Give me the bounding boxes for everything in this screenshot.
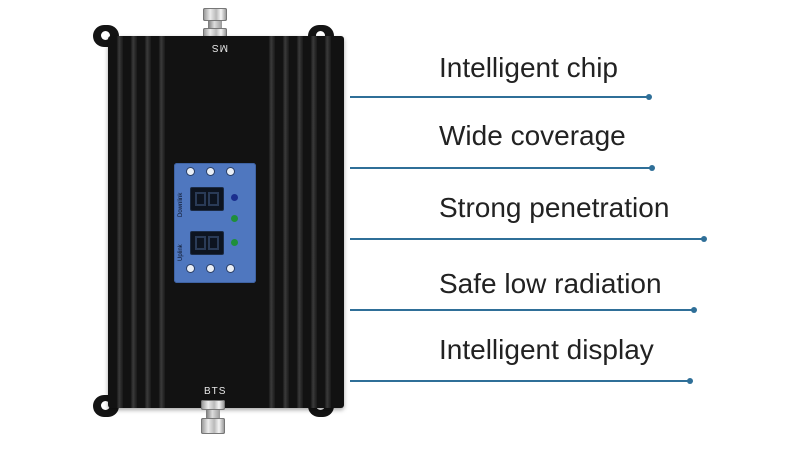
feature-label: Safe low radiation xyxy=(439,268,662,299)
button[interactable] xyxy=(207,168,214,175)
device-body: MS BTS Downlink Uplink xyxy=(108,36,344,408)
button[interactable] xyxy=(227,265,234,272)
callout-dot xyxy=(646,94,652,100)
status-led xyxy=(231,239,238,246)
feature-label: Strong penetration xyxy=(439,192,670,223)
callout-dot xyxy=(649,165,655,171)
plus-button[interactable] xyxy=(187,265,194,272)
status-led xyxy=(231,194,238,201)
feature-label: Intelligent chip xyxy=(439,52,619,83)
uplink-display xyxy=(190,231,224,255)
callout-line xyxy=(350,96,648,98)
signal-booster-device: MS BTS Downlink Uplink xyxy=(0,0,360,457)
downlink-label: Downlink xyxy=(178,192,184,217)
callout-line xyxy=(350,380,690,382)
uplink-label: Uplink xyxy=(178,244,184,261)
callout-line xyxy=(350,167,652,169)
ms-port-label: MS xyxy=(211,42,228,53)
downlink-display xyxy=(190,187,224,211)
callout-dot xyxy=(687,378,693,384)
plus-button[interactable] xyxy=(187,168,194,175)
feature-label: Wide coverage xyxy=(439,120,626,151)
control-panel: Downlink Uplink xyxy=(174,163,256,283)
button[interactable] xyxy=(227,168,234,175)
heat-sink-ribs xyxy=(108,36,344,408)
callout-dot xyxy=(691,307,697,313)
bts-port-label: BTS xyxy=(204,386,227,397)
top-n-connector xyxy=(203,8,227,38)
callout-line xyxy=(350,238,704,240)
status-led xyxy=(231,215,238,222)
bottom-n-connector xyxy=(201,400,225,438)
callout-dot xyxy=(701,236,707,242)
button[interactable] xyxy=(207,265,214,272)
callout-line xyxy=(350,309,694,311)
feature-label: Intelligent display xyxy=(439,334,654,365)
